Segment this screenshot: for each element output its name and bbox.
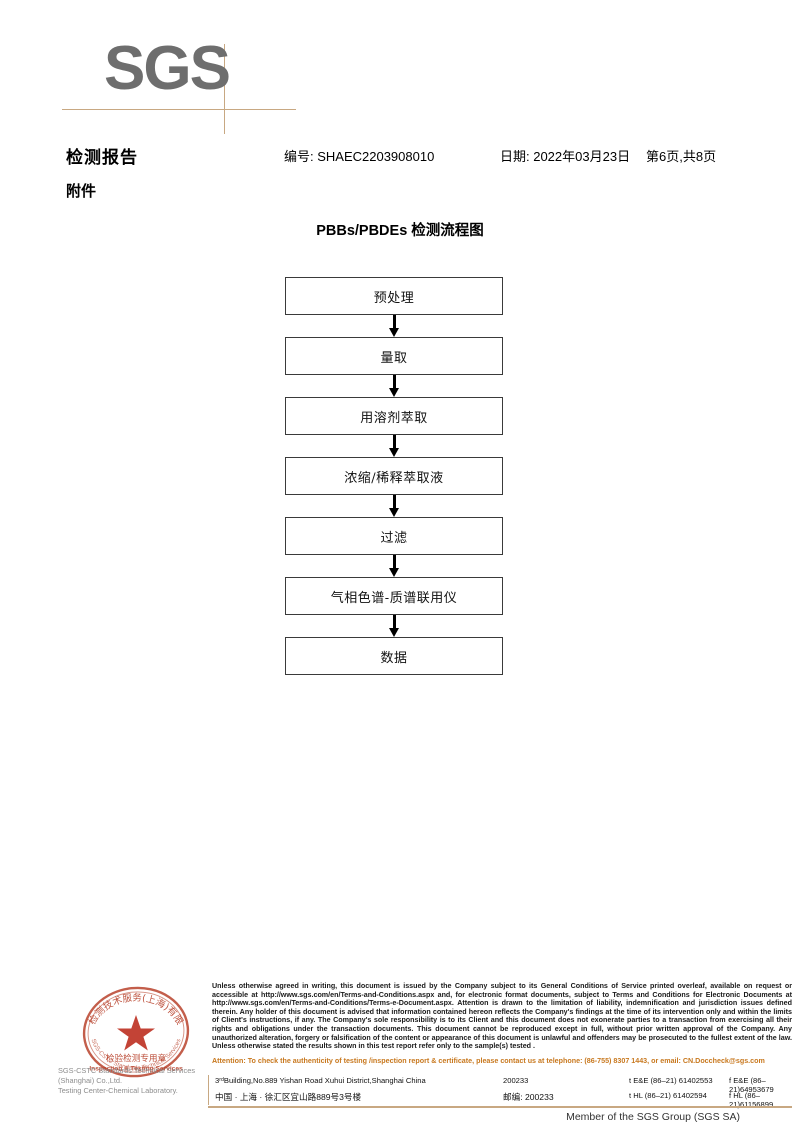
flow-step-label: 数据 <box>380 650 408 666</box>
address-postcode: 邮编: 200233 <box>503 1092 554 1102</box>
attention-notice-text: Attention: To check the authenticity of … <box>212 1057 765 1065</box>
flow-step: 过滤 <box>285 517 503 555</box>
svg-text:检验检测专用章: 检验检测专用章 <box>106 1052 167 1064</box>
seal-company-line-2: Testing Center-Chemical Laboratory. <box>58 1086 178 1095</box>
flow-arrow-icon <box>285 435 503 457</box>
logo-vertical-rule <box>224 44 225 134</box>
logo-wordmark: SGS <box>104 34 231 103</box>
flow-step: 浓缩/稀释萃取液 <box>285 457 503 495</box>
flow-step-label: 用溶剂萃取 <box>360 410 428 426</box>
flow-step-label: 预处理 <box>373 290 415 306</box>
flow-step-label: 过滤 <box>380 530 408 546</box>
address-telephone: t E&E (86–21) 61402553 <box>629 1076 713 1085</box>
flow-step-label: 气相色谱-质谱联用仪 <box>330 590 458 606</box>
flow-arrow-icon <box>285 495 503 517</box>
flow-arrow-icon <box>285 555 503 577</box>
address-street: 中国 · 上海 · 徐汇区宜山路889号3号楼 <box>215 1092 362 1102</box>
address-postcode: 200233 <box>503 1076 529 1085</box>
logo-horizontal-rule <box>62 109 296 110</box>
flow-arrow-icon <box>285 375 503 397</box>
address-fax: f HL (86–21)61156899 <box>729 1091 774 1109</box>
footer-rule <box>208 1106 792 1108</box>
legal-disclaimer-text: Unless otherwise agreed in writing, this… <box>212 982 792 1051</box>
flow-step: 预处理 <box>285 277 503 315</box>
seal-company-line-1: SGS-CSTC Standards Technical Services (S… <box>58 1066 196 1085</box>
address-fax: f E&E (86–21)64953679 <box>729 1076 774 1094</box>
flow-arrow-icon <box>285 615 503 637</box>
page-title: 检测报告 <box>66 148 138 167</box>
flow-step: 用溶剂萃取 <box>285 397 503 435</box>
address-telephone: t HL (86–21) 61402594 <box>629 1091 707 1100</box>
address-row: 中国 · 上海 · 徐汇区宜山路889号3号楼 邮编: 200233 t HL … <box>209 1090 793 1109</box>
attachment-label: 附件 <box>66 183 97 200</box>
flow-step-label: 量取 <box>380 350 408 366</box>
page-footer: 质量检测技术服务(上海)有限公司 检验检测专用章 Inspection & Te… <box>0 975 800 1131</box>
report-date: 日期: 2022年03月23日 <box>500 149 631 164</box>
page-counter: 第6页,共8页 <box>646 149 717 164</box>
svg-text:Inspection & Testing Services: Inspection & Testing Services <box>89 1066 183 1073</box>
address-street: 3ʳᵈBuilding,No.889 Yishan Road Xuhui Dis… <box>215 1076 426 1085</box>
flow-arrow-icon <box>285 315 503 337</box>
official-seal-stamp: 质量检测技术服务(上海)有限公司 检验检测专用章 Inspection & Te… <box>58 980 206 1095</box>
report-header: 检测报告 编号: SHAEC2203908010 日期: 2022年03月23日… <box>66 143 766 167</box>
flow-step-label: 浓缩/稀释萃取液 <box>344 470 444 486</box>
flow-step: 气相色谱-质谱联用仪 <box>285 577 503 615</box>
address-row: 3ʳᵈBuilding,No.889 Yishan Road Xuhui Dis… <box>209 1075 793 1094</box>
seal-company-name: SGS-CSTC Standards Technical Services (S… <box>58 1066 233 1096</box>
sgs-logo: SGS <box>62 34 296 134</box>
flow-step: 数据 <box>285 637 503 675</box>
report-number: 编号: SHAEC2203908010 <box>284 149 435 164</box>
flow-step: 量取 <box>285 337 503 375</box>
member-of-group-text: Member of the SGS Group (SGS SA) <box>566 1111 740 1123</box>
address-block: 3ʳᵈBuilding,No.889 Yishan Road Xuhui Dis… <box>208 1075 793 1109</box>
seal-icon: 质量检测技术服务(上海)有限公司 检验检测专用章 Inspection & Te… <box>82 986 190 1078</box>
flowchart-title: PBBs/PBDEs 检测流程图 <box>316 223 484 239</box>
flowchart: 预处理 量取 用溶剂萃取 浓缩/稀释萃取液 过滤 气相色谱-质谱联用仪 数据 <box>285 277 503 675</box>
